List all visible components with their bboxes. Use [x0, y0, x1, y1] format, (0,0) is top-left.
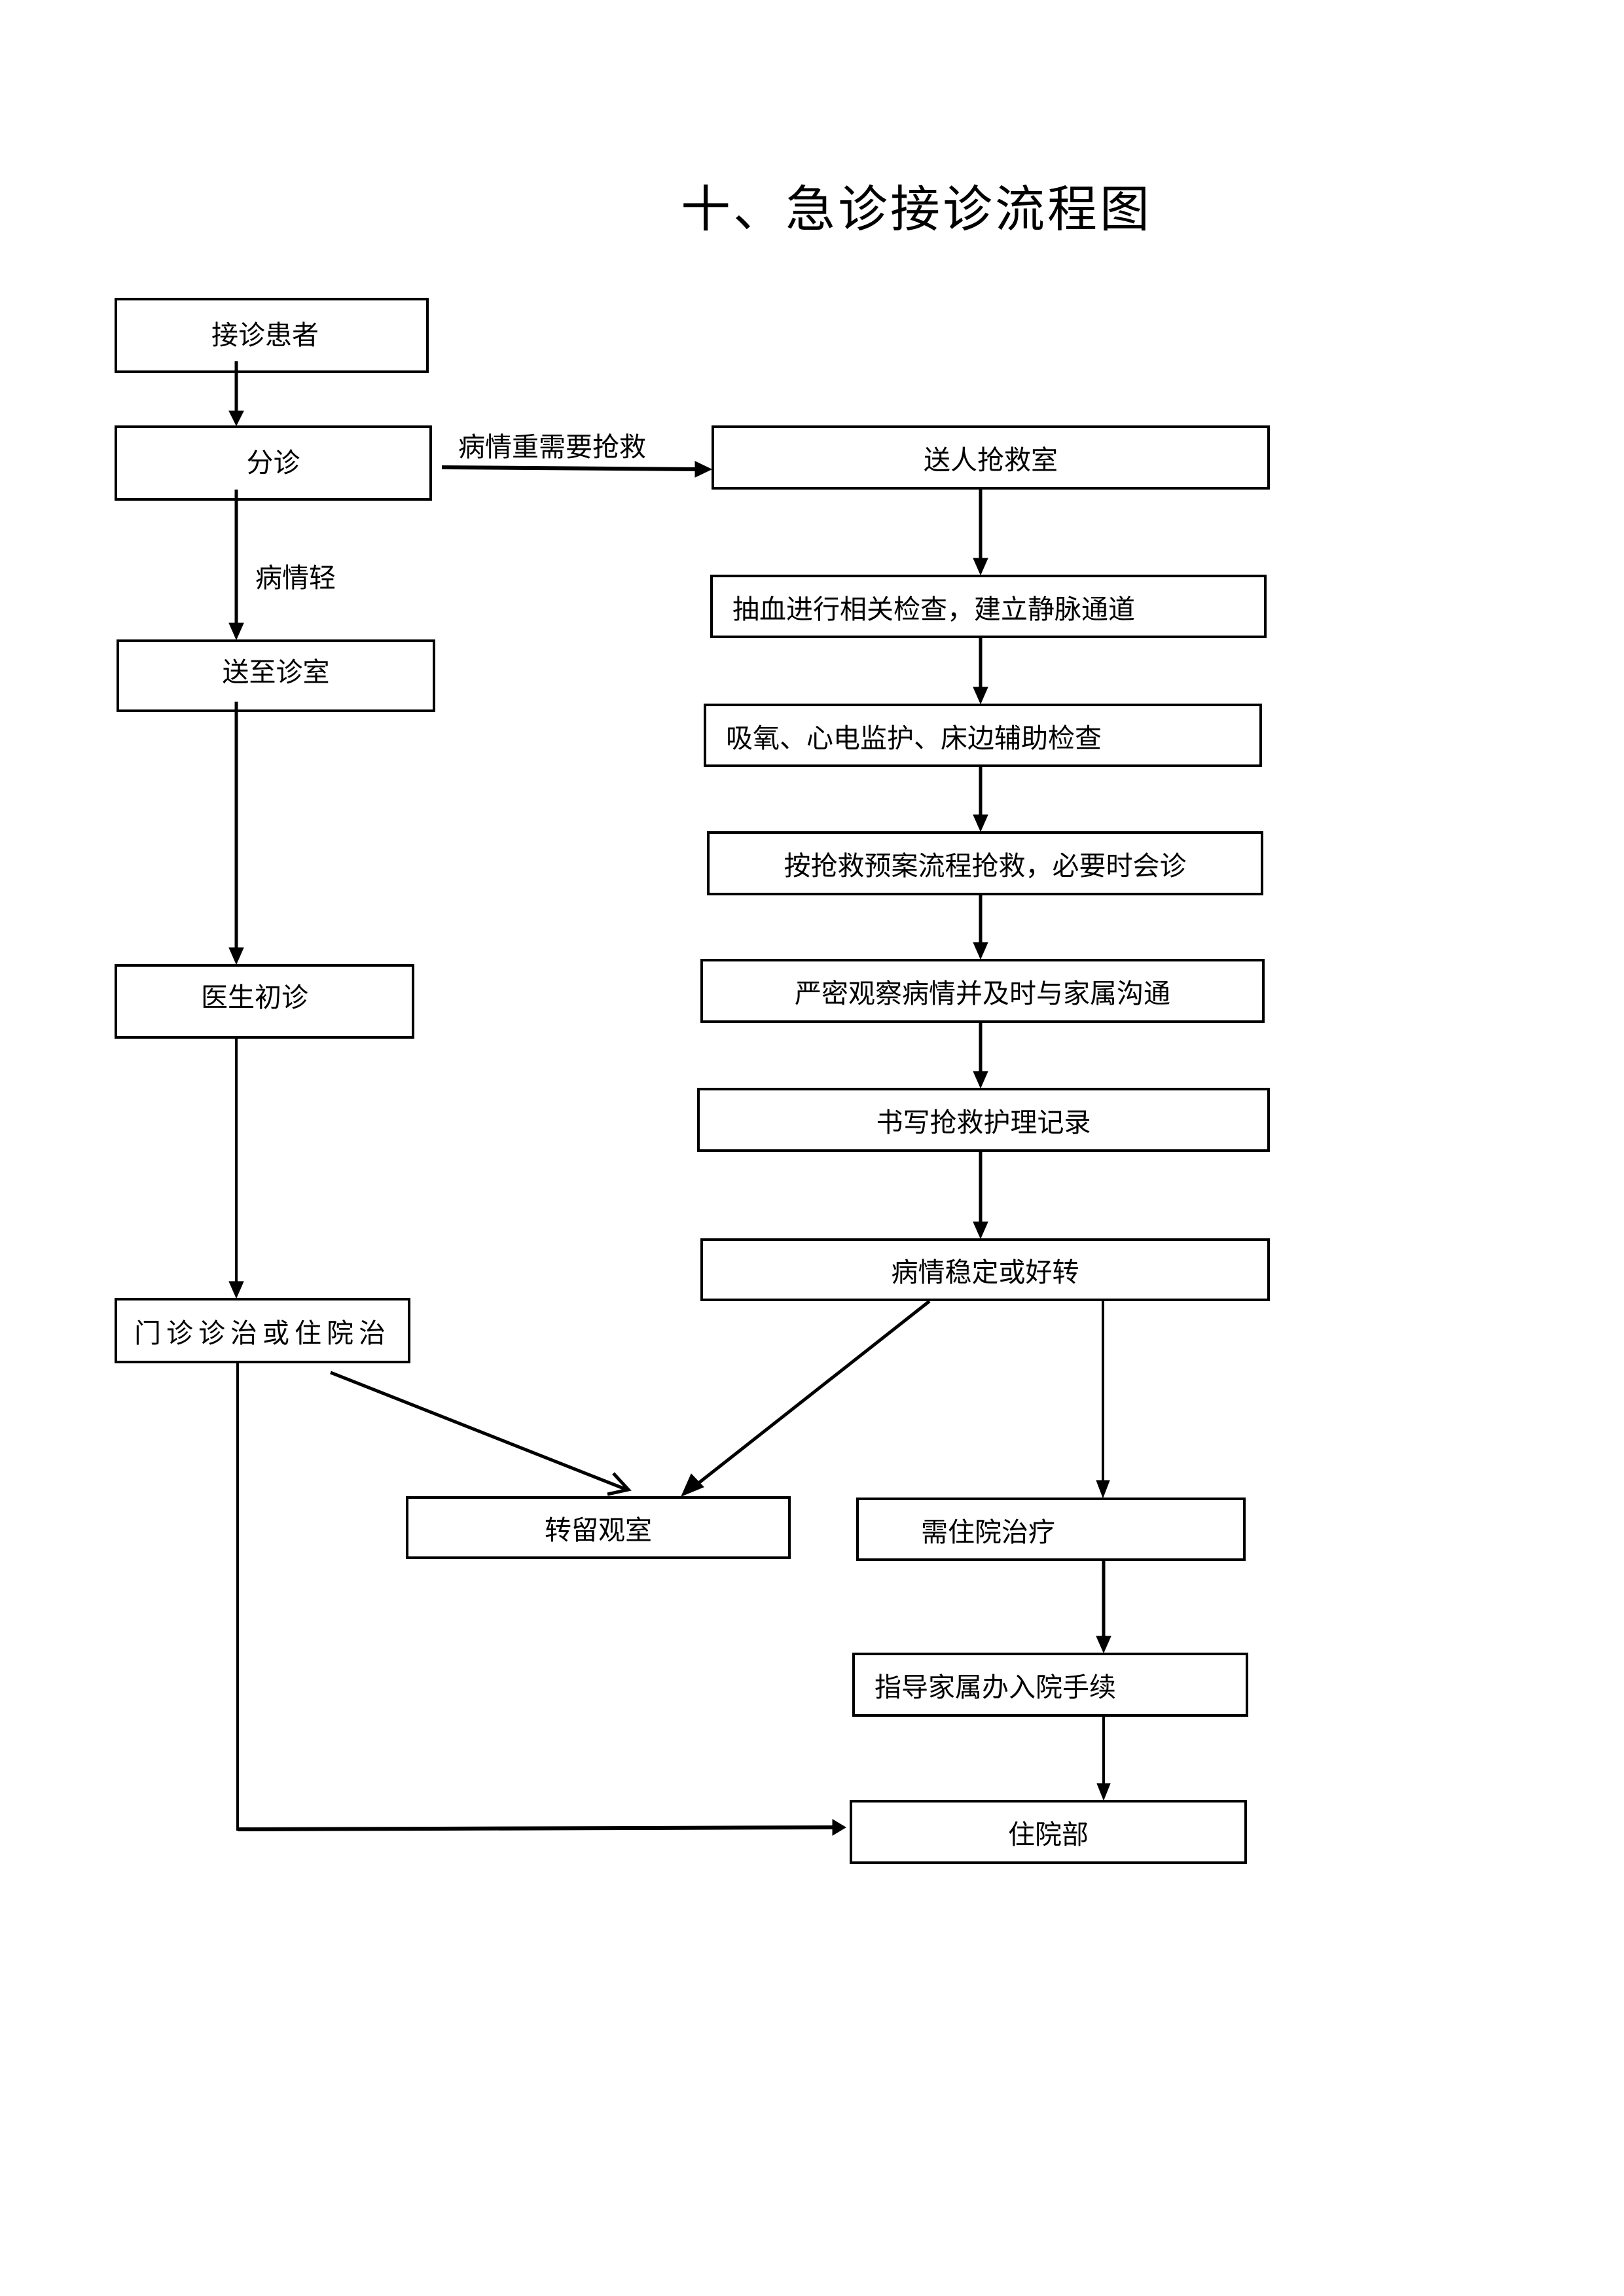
- arrowhead: [973, 942, 988, 960]
- arrowhead: [681, 1473, 704, 1497]
- node-label: 吸氧、心电监护、床边辅助检查: [726, 722, 1102, 754]
- node-stable-improved: 病情稳定或好转: [700, 1238, 1270, 1301]
- node-label: 分诊: [246, 446, 300, 478]
- page-title: 十、急诊接诊流程图: [681, 180, 1152, 238]
- node-label: 接诊患者: [211, 319, 319, 351]
- node-label: 病情稳定或好转: [891, 1257, 1079, 1288]
- node-label: 门诊诊治或住院治: [134, 1318, 391, 1349]
- node-label: 严密观察病情并及时与家属沟通: [795, 978, 1170, 1009]
- node-label: 指导家属办入院手续: [875, 1672, 1116, 1703]
- node-receive-patient: 接诊患者: [115, 298, 429, 373]
- node-label: 医生初诊: [201, 982, 308, 1013]
- node-need-hospitalization: 需住院治疗: [856, 1498, 1246, 1561]
- edge-triage-to-rescue: [441, 465, 698, 471]
- arrowhead: [973, 558, 988, 576]
- arrowhead: [607, 1472, 632, 1496]
- arrowhead: [973, 687, 988, 705]
- node-outpatient-or-inpatient: 门诊诊治或住院治: [115, 1298, 410, 1363]
- edge-label-mild: 病情轻: [255, 562, 336, 594]
- node-rescue-protocol: 按抢救预案流程抢救，必要时会诊: [707, 831, 1263, 895]
- node-guide-admission: 指导家属办入院手续: [852, 1653, 1248, 1717]
- node-oxygen-monitor: 吸氧、心电监护、床边辅助检查: [704, 704, 1262, 767]
- arrowhead: [832, 1819, 846, 1836]
- node-blood-draw: 抽血进行相关检查，建立静脉通道: [710, 575, 1267, 638]
- arrowhead: [1096, 1783, 1111, 1801]
- node-label: 住院部: [1008, 1819, 1089, 1850]
- node-triage: 分诊: [115, 425, 432, 501]
- node-label: 转留观室: [545, 1515, 652, 1546]
- arrowhead: [973, 1221, 988, 1240]
- node-label: 按抢救预案流程抢救，必要时会诊: [784, 850, 1187, 882]
- node-to-rescue-room: 送人抢救室: [712, 425, 1270, 490]
- arrowhead: [973, 814, 988, 833]
- edge-label-severe: 病情重需要抢救: [458, 431, 646, 463]
- arrowhead: [228, 410, 244, 427]
- node-label: 送至诊室: [222, 656, 330, 688]
- arrowhead: [1096, 1480, 1110, 1499]
- edge-stable-to-observation: [694, 1300, 931, 1487]
- edge-outpatient-to-inpatient: [236, 1363, 835, 1831]
- node-label: 送人抢救室: [924, 444, 1058, 476]
- node-observe-communicate: 严密观察病情并及时与家属沟通: [700, 959, 1265, 1023]
- node-observation-room: 转留观室: [406, 1496, 791, 1559]
- node-label: 抽血进行相关检查，建立静脉通道: [732, 593, 1135, 625]
- node-label: 需住院治疗: [921, 1516, 1055, 1548]
- node-label: 书写抢救护理记录: [876, 1107, 1091, 1138]
- arrowhead: [695, 461, 713, 478]
- edge-outpatient-to-observation: [330, 1371, 626, 1491]
- node-write-record: 书写抢救护理记录: [697, 1088, 1270, 1152]
- arrowhead: [228, 1281, 244, 1299]
- node-doctor-initial: 医生初诊: [115, 964, 414, 1039]
- arrowhead: [973, 1071, 988, 1089]
- arrowhead: [228, 947, 244, 965]
- node-inpatient-dept: 住院部: [850, 1800, 1247, 1864]
- arrowhead: [228, 622, 244, 641]
- node-to-clinic-room: 送至诊室: [117, 639, 435, 712]
- edge-outpatient-to-inpatient-bold: [237, 1825, 835, 1831]
- arrowhead: [1096, 1636, 1111, 1654]
